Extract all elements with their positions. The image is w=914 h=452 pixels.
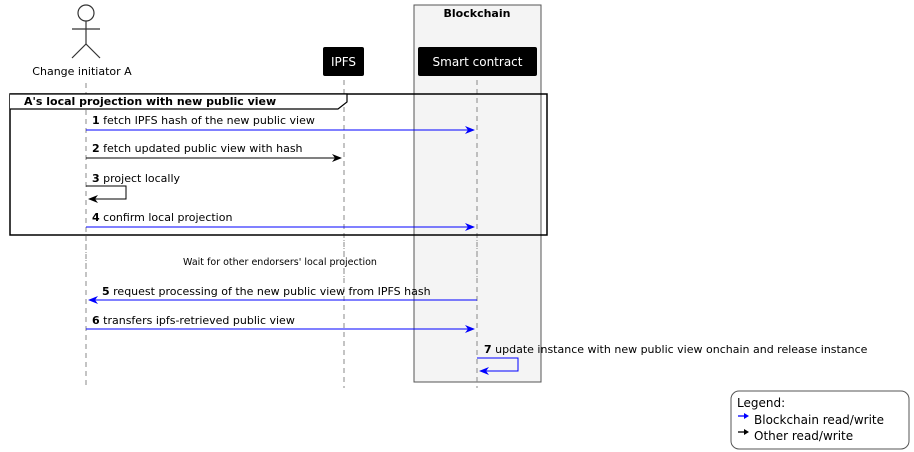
legend-title: Legend: (737, 396, 785, 410)
legend: Legend: Blockchain read/write Other read… (730, 390, 910, 450)
legend-other-label: Other read/write (754, 429, 853, 443)
message-7-arrow (477, 357, 519, 375)
message-2-label: 2 fetch updated public view with hash (92, 142, 303, 155)
actor-icon (71, 4, 101, 59)
participant-actor-label: Change initiator A (32, 65, 132, 78)
group-tab (10, 93, 348, 110)
participant-ipfs (323, 47, 364, 76)
participant-contract-label: Smart contract (433, 55, 523, 69)
legend-blue-arrow-icon (738, 413, 749, 419)
participant-contract (418, 47, 537, 76)
legend-black-arrow-icon (738, 429, 749, 435)
participant-ipfs-label: IPFS (331, 55, 356, 69)
delay-text: Wait for other endorsers' local projecti… (183, 257, 377, 268)
message-1-label: 1 fetch IPFS hash of the new public view (92, 114, 315, 127)
group-title: A's local projection with new public vie… (24, 95, 276, 108)
message-6-label: 6 transfers ipfs-retrieved public view (92, 314, 295, 327)
message-4-label: 4 confirm local projection (92, 211, 232, 224)
message-3-arrow (86, 185, 127, 203)
blockchain-box-title: Blockchain (444, 7, 511, 20)
message-3-label: 3 project locally (92, 172, 181, 185)
message-5-label: 5 request processing of the new public v… (102, 285, 431, 298)
message-7-label: 7 update instance with new public view o… (484, 343, 868, 356)
legend-blockchain-label: Blockchain read/write (754, 413, 884, 427)
